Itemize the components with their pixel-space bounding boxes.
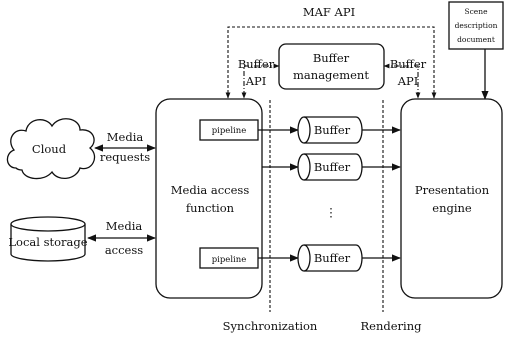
buffer-management-label-2: management <box>293 68 369 82</box>
buffer-1-label: Buffer <box>314 123 351 137</box>
synchronization-label: Synchronization <box>223 319 318 333</box>
pipeline-top-label: pipeline <box>212 126 247 136</box>
presentation-engine-label-1: Presentation <box>415 183 490 197</box>
buffer-api-right-connector <box>383 63 421 99</box>
presentation-engine-box <box>400 98 503 299</box>
buffer-1-cylinder-cap <box>303 116 311 144</box>
buffer-1-cylinder <box>297 116 363 144</box>
cloud-shape <box>6 118 96 180</box>
pipeline-bottom-label: pipeline <box>212 255 247 265</box>
buffer-ellipsis: ⋮ <box>325 205 337 219</box>
buffer-api-left-connector <box>241 63 280 99</box>
buffer-api-right-label-1: Buffer <box>390 57 427 71</box>
scene-description-box <box>448 1 504 50</box>
rendering-label: Rendering <box>361 319 423 333</box>
scene-description-label-1: Scene <box>464 7 488 16</box>
maf-api-label: MAF API <box>303 5 355 19</box>
buffer-api-left-label-1: Buffer <box>238 57 275 71</box>
buffer-management-label-1: Buffer <box>313 51 350 65</box>
local-storage-cylinder-top <box>10 216 86 232</box>
scene-description-label-3: document <box>457 35 495 44</box>
media-requests-label-1: Media <box>107 130 144 144</box>
local-storage-cylinder <box>10 224 86 262</box>
buffer-row-1: Buffer <box>258 116 401 144</box>
buffer-4-cylinder-cap <box>303 244 311 272</box>
buffer-2-label: Buffer <box>314 160 351 174</box>
cloud-label: Cloud <box>32 142 67 156</box>
buffer-2-cylinder <box>297 153 363 181</box>
maf-label-1: Media access <box>171 183 250 197</box>
maf-api-connector <box>225 26 437 99</box>
buffer-api-right-label-2: API <box>397 74 419 88</box>
buffer-row-4: Buffer <box>258 244 401 272</box>
media-requests-label-2: requests <box>100 150 150 164</box>
maf-label-2: function <box>186 201 235 215</box>
buffer-4-label: Buffer <box>314 251 351 265</box>
presentation-engine-label-2: engine <box>432 201 472 215</box>
media-access-label-1: Media <box>106 219 143 233</box>
buffer-row-2: Buffer <box>262 153 401 181</box>
local-storage-label: Local storage <box>8 235 87 249</box>
media-access-label-2: access <box>105 243 143 257</box>
scene-description-label-2: description <box>455 21 498 30</box>
buffer-api-left-label-2: API <box>245 74 267 88</box>
buffer-4-cylinder <box>297 244 363 272</box>
buffer-2-cylinder-cap <box>303 153 311 181</box>
